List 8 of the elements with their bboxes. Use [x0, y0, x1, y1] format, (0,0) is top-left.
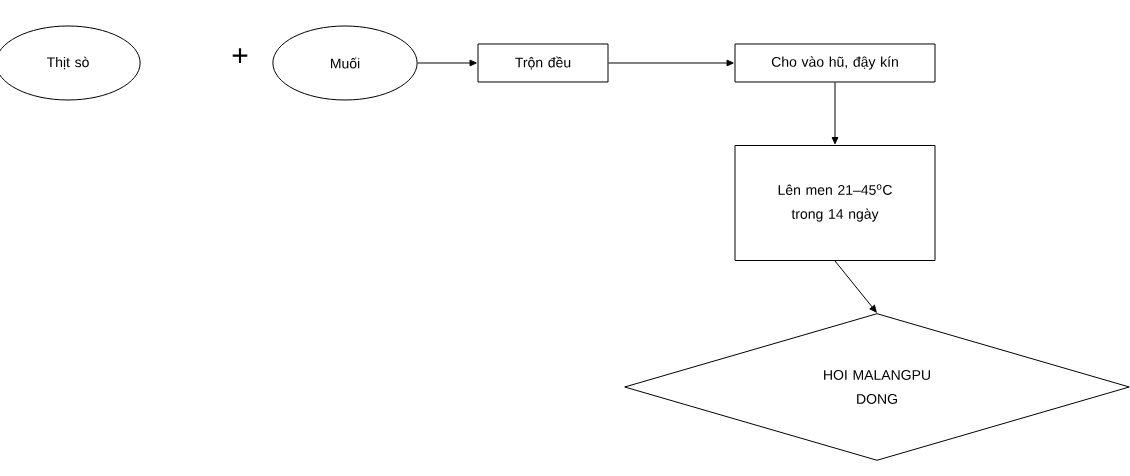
- process-box: Cho vào hũ, đậy kín: [734, 43, 936, 83]
- arrow: [417, 59, 477, 67]
- process-box: Lên men 21–45$^{o}$C trong 14 ngày: [734, 145, 936, 261]
- arrow: [834, 260, 877, 313]
- ellipse-node: Muối: [272, 25, 418, 101]
- process-box: Trộn đều: [477, 43, 609, 83]
- arrow: [608, 59, 734, 67]
- arrow: [831, 82, 839, 145]
